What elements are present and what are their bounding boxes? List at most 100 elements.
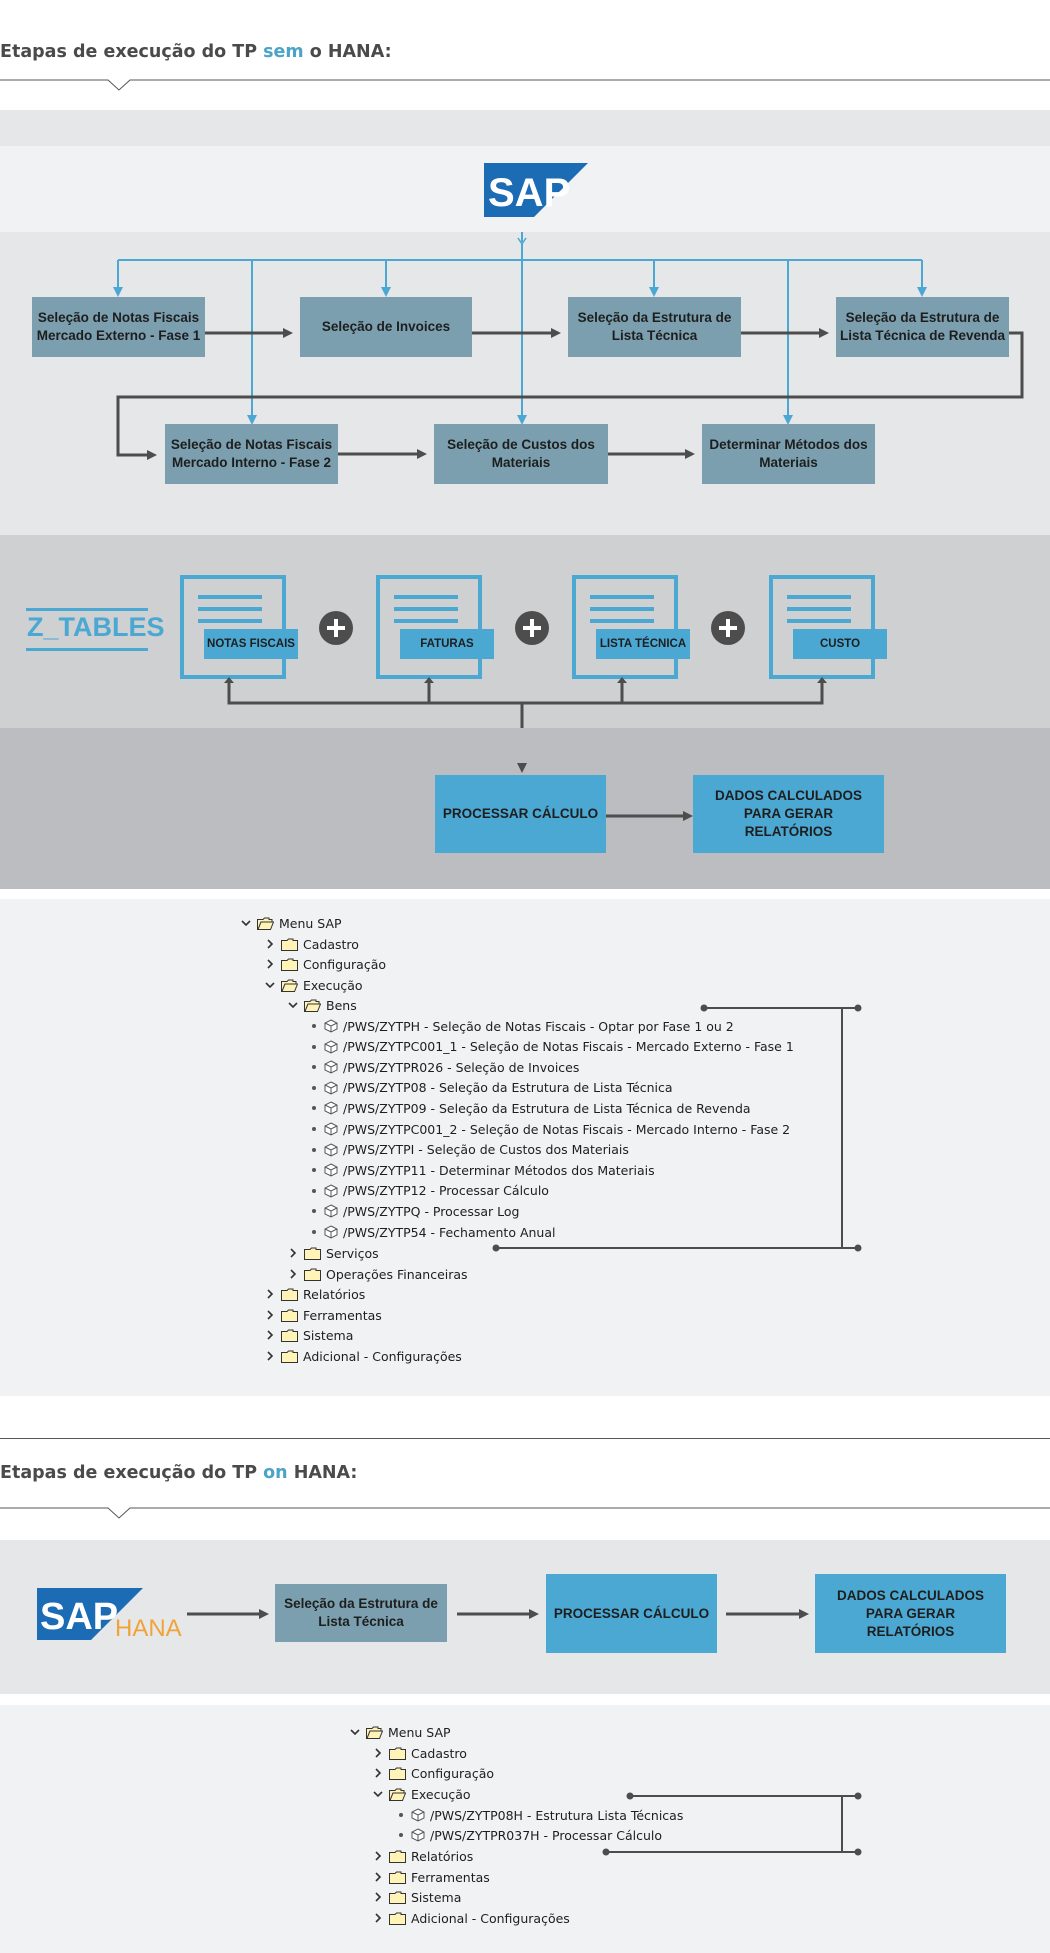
bullet — [312, 1127, 316, 1131]
bullet — [312, 1024, 316, 1028]
menu1-root[interactable]: Menu SAP — [240, 914, 342, 932]
menu1-item-execucao[interactable]: Execução — [264, 976, 363, 994]
step-custos: Seleção de Custos dos Materiais — [434, 424, 608, 484]
bullet — [312, 1230, 316, 1234]
table-custo: CUSTO — [793, 629, 887, 659]
menu1-transaction[interactable]: /PWS/ZYTPQ - Processar Log — [310, 1202, 519, 1220]
menu1-transaction[interactable]: /PWS/ZYTPR026 - Seleção de Invoices — [310, 1058, 579, 1076]
sap-hana-logo: SAP HANA — [37, 1588, 182, 1642]
plus-icon-2 — [515, 611, 549, 645]
diagram1-top-band — [0, 110, 1050, 146]
bullet — [312, 1168, 316, 1173]
bullet — [312, 1106, 316, 1111]
menu1-item-relatorios[interactable]: Relatórios — [264, 1285, 365, 1303]
menu1-item-operacoes-financeiras[interactable]: Operações Financeiras — [287, 1265, 468, 1283]
steps-connectors — [113, 232, 1024, 460]
menu2-item-ferramentas[interactable]: Ferramentas — [372, 1868, 490, 1886]
menu1-transaction[interactable]: /PWS/ZYTP54 - Fechamento Anual — [310, 1223, 555, 1241]
ztables-title: Z_TABLES — [27, 612, 165, 642]
menu2-item-relatorios[interactable]: Relatórios — [372, 1847, 473, 1865]
menu1-item-configuracao[interactable]: Configuração — [264, 955, 386, 973]
step-lista-tecnica: Seleção da Estrutura de Lista Técnica — [568, 297, 741, 357]
folder-icon — [389, 1912, 406, 1925]
sap-logo: SAP — [484, 163, 588, 217]
menu2-item-adicional[interactable]: Adicional - Configurações — [372, 1909, 570, 1927]
menu2-transaction[interactable]: /PWS/ZYTPR037H - Processar Cálculo — [397, 1826, 662, 1844]
chevron-right-icon[interactable] — [372, 1891, 384, 1903]
menu1-transaction[interactable]: /PWS/ZYTPC001_2 - Seleção de Notas Fisca… — [310, 1120, 790, 1138]
step-lista-revenda: Seleção da Estrutura de Lista Técnica de… — [836, 297, 1009, 357]
menu2-root[interactable]: Menu SAP — [349, 1723, 451, 1741]
menu1-transaction[interactable]: /PWS/ZYTP08 - Seleção da Estrutura de Li… — [310, 1079, 673, 1097]
section2-top-rule — [0, 1438, 1050, 1439]
folder-icon — [389, 1747, 406, 1760]
chevron-right-icon[interactable] — [372, 1871, 384, 1883]
hana-process-calculo-box: PROCESSAR CÁLCULO — [546, 1574, 717, 1653]
svg-text:HANA: HANA — [115, 1615, 182, 1642]
process-connectors — [517, 763, 693, 821]
menu2-transaction[interactable]: /PWS/ZYTP08H - Estrutura Lista Técnicas — [397, 1806, 683, 1824]
menu2-item-sistema[interactable]: Sistema — [372, 1888, 461, 1906]
menu1-item-cadastro[interactable]: Cadastro — [264, 935, 359, 953]
chevron-right-icon[interactable] — [372, 1747, 384, 1759]
plus-icon-3 — [711, 611, 745, 645]
menu2-panel — [0, 1705, 1050, 1953]
chevron-down-icon[interactable] — [349, 1726, 361, 1738]
hana-dados-calculados-box: DADOS CALCULADOS PARA GERAR RELATÓRIOS — [815, 1574, 1006, 1653]
menu1-item-adicional[interactable]: Adicional - Configurações — [264, 1347, 462, 1365]
step-metodos: Determinar Métodos dos Materiais — [702, 424, 875, 484]
table-lista-tecnica: LISTA TÉCNICA — [596, 629, 690, 659]
step-notas-interno: Seleção de Notas Fiscais Mercado Interno… — [165, 424, 338, 484]
step-notas-externo: Seleção de Notas Fiscais Mercado Externo… — [32, 297, 205, 357]
menu1-transaction[interactable]: /PWS/ZYTPH - Seleção de Notas Fiscais - … — [310, 1017, 734, 1035]
menu1-item-bens[interactable]: Bens — [287, 996, 357, 1014]
section2-heading: Etapas de execução do TP on HANA: — [0, 1463, 358, 1483]
menu1-transaction[interactable]: /PWS/ZYTP12 - Processar Cálculo — [310, 1182, 549, 1200]
plus-icon-1 — [319, 611, 353, 645]
process-calculo-box: PROCESSAR CÁLCULO — [435, 775, 606, 853]
hana-step-lista-tecnica: Seleção da Estrutura de Lista Técnica — [275, 1584, 447, 1642]
bullet — [312, 1044, 316, 1049]
menu1-panel — [0, 899, 1050, 1396]
table-notas-fiscais: NOTAS FISCAIS — [204, 629, 298, 659]
chevron-right-icon[interactable] — [372, 1912, 384, 1924]
section1-heading: Etapas de execução do TP sem o HANA: — [0, 42, 392, 62]
menu2-item-configuracao[interactable]: Configuração — [372, 1764, 494, 1782]
svg-text:SAP: SAP — [488, 171, 570, 215]
bullet — [312, 1209, 316, 1214]
table-faturas: FATURAS — [400, 629, 494, 659]
hana-connectors — [187, 1609, 809, 1619]
folder-icon — [389, 1767, 406, 1780]
menu1-transaction[interactable]: /PWS/ZYTP11 - Determinar Métodos dos Mat… — [310, 1161, 655, 1179]
dados-calculados-box: DADOS CALCULADOS PARA GERAR RELATÓRIOS — [693, 775, 884, 853]
menu2-item-cadastro[interactable]: Cadastro — [372, 1744, 467, 1762]
heading2-divider — [0, 1507, 1050, 1519]
documents-icons — [180, 575, 875, 728]
step-invoices: Seleção de Invoices — [300, 297, 472, 357]
folder-icon — [389, 1871, 406, 1884]
menu1-transaction[interactable]: /PWS/ZYTP09 - Seleção da Estrutura de Li… — [310, 1099, 751, 1117]
svg-text:SAP: SAP — [40, 1596, 118, 1638]
bullet — [399, 1813, 403, 1817]
menu1-item-ferramentas[interactable]: Ferramentas — [264, 1306, 382, 1324]
menu2-bracket — [602, 1792, 862, 1856]
bullet — [312, 1147, 316, 1152]
bullet — [312, 1085, 316, 1090]
bullet — [312, 1188, 316, 1193]
heading1-divider — [0, 79, 1050, 91]
menu1-bracket — [492, 1004, 862, 1252]
ztables-underline-top — [26, 608, 148, 611]
menu2-item-execucao[interactable]: Execução — [372, 1785, 471, 1803]
steps-band — [0, 232, 1050, 535]
menu1-item-servicos[interactable]: Serviços — [287, 1244, 379, 1262]
ztables-underline-bottom — [26, 648, 148, 651]
menu1-transaction[interactable]: /PWS/ZYTPC001_1 - Seleção de Notas Fisca… — [310, 1038, 794, 1056]
bullet — [399, 1833, 403, 1837]
folder-icon — [389, 1891, 406, 1904]
bullet — [312, 1065, 316, 1070]
menu1-item-sistema[interactable]: Sistema — [264, 1326, 353, 1344]
menu1-transaction[interactable]: /PWS/ZYTPI - Seleção de Custos dos Mater… — [310, 1141, 629, 1159]
chevron-right-icon[interactable] — [372, 1767, 384, 1779]
